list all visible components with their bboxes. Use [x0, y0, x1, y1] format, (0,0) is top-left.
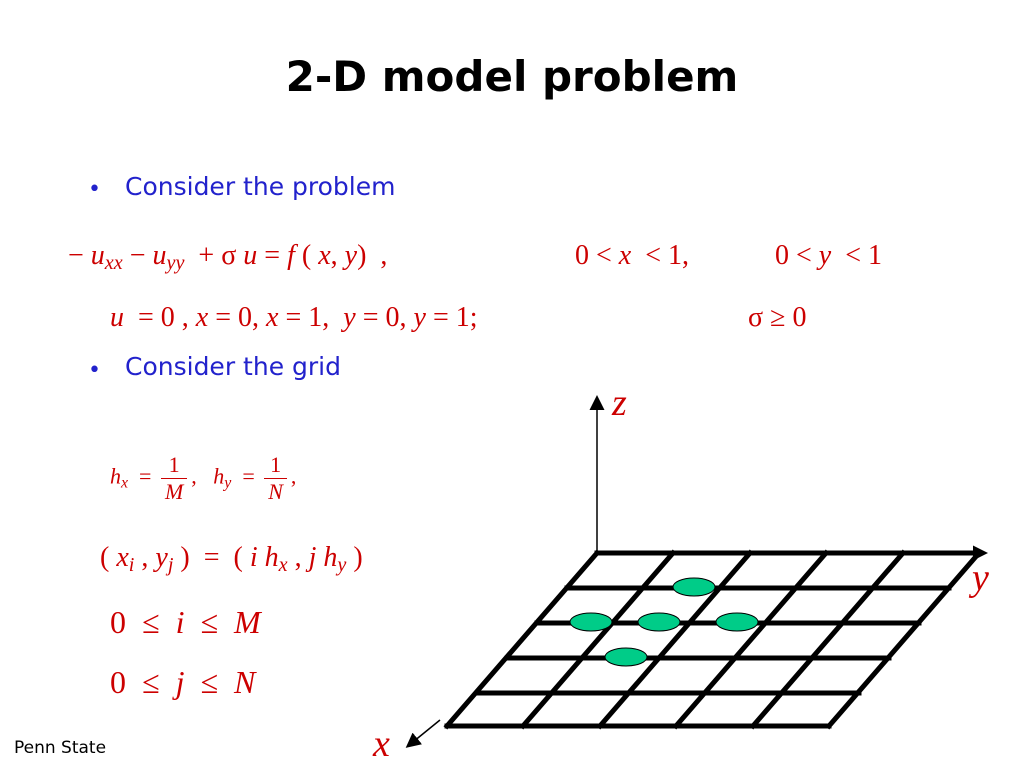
- x-domain: 0 < x < 1,: [575, 240, 690, 271]
- j-range: 0 ≤ j ≤ N: [110, 664, 256, 700]
- z-axis-label: z: [611, 382, 627, 424]
- footer-text: Penn State: [14, 738, 107, 758]
- stencil-nodes: [569, 577, 759, 667]
- grid-node: [672, 577, 716, 597]
- x-axis-line: [405, 719, 441, 748]
- slide-title: 2-D model problem: [285, 52, 739, 101]
- grid-lines: [443, 549, 983, 730]
- grid-node: [715, 612, 759, 632]
- i-range: 0 ≤ i ≤ M: [110, 604, 261, 640]
- bullet-consider-grid: Consider the grid: [125, 352, 341, 381]
- y-domain: 0 < y < 1: [775, 240, 883, 271]
- bullet-dot: •: [88, 177, 101, 202]
- sigma-condition: σ ≥ 0: [748, 302, 807, 333]
- grid-node: [604, 647, 648, 667]
- grid-point-definition: ( xi , yj ) = ( i hx , j hy ): [100, 542, 363, 577]
- x-axis-label: x: [372, 723, 390, 765]
- pde-equation: − uxx − uyy + σ u = f ( x, y) ,: [68, 240, 388, 275]
- bullet-consider-problem: Consider the problem: [125, 172, 396, 201]
- bullet-dot: •: [88, 358, 101, 383]
- y-axis-label: y: [968, 557, 989, 599]
- grid-node: [637, 612, 681, 632]
- boundary-condition: u = 0 , x = 0, x = 1, y = 0, y = 1;: [110, 302, 478, 333]
- grid-node: [569, 612, 613, 632]
